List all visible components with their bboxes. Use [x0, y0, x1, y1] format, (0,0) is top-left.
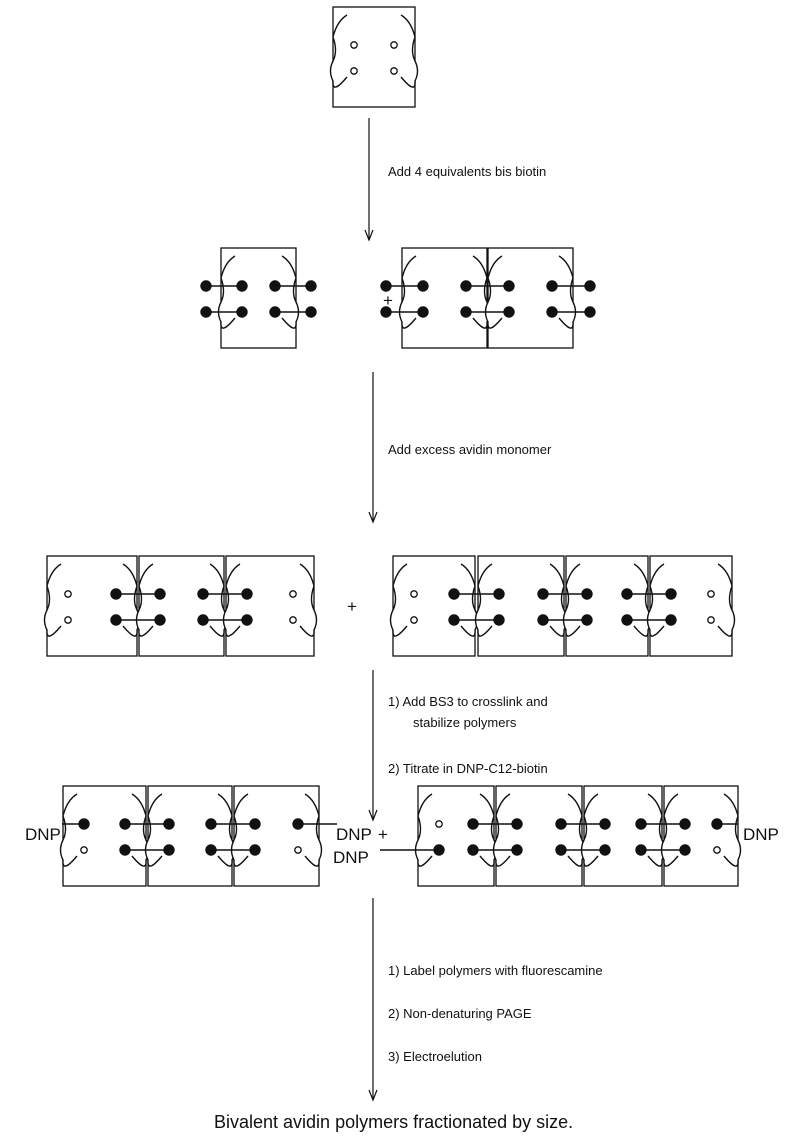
avidin-tetramer-box — [138, 555, 225, 657]
binding-pocket-outline — [389, 563, 408, 637]
dnp-label: DNP — [25, 825, 61, 844]
binding-pocket-outline — [222, 563, 241, 637]
avidin-tetramer-box — [477, 555, 565, 657]
plus-sign: + — [378, 825, 388, 844]
binding-pocket-outline — [567, 793, 586, 867]
binding-pocket-outline — [633, 563, 652, 637]
step1-label: Add 4 equivalents bis biotin — [388, 164, 547, 179]
dnp-label: DNP — [336, 825, 372, 844]
binding-pocket-outline — [479, 793, 498, 867]
binding-pocket-outline — [329, 14, 348, 88]
empty-biotin-site-icon — [350, 67, 358, 75]
binding-pocket-outline — [492, 793, 511, 867]
binding-pocket-outline — [217, 255, 236, 329]
step3-item1-line2: stabilize polymers — [413, 715, 517, 730]
binding-pocket-outline — [230, 793, 249, 867]
binding-pocket-outline — [484, 255, 503, 329]
empty-biotin-site-icon — [707, 616, 715, 624]
arrow-head-icon — [364, 229, 374, 242]
binding-pocket-outline — [562, 563, 581, 637]
binding-pocket-outline — [131, 793, 150, 867]
plus-sign: + — [383, 291, 393, 310]
empty-biotin-site-icon — [390, 41, 398, 49]
plus-sign: + — [347, 597, 357, 616]
empty-biotin-site-icon — [64, 616, 72, 624]
binding-pocket-outline — [549, 563, 568, 637]
step4-item1: 1) Label polymers with fluorescamine — [388, 963, 603, 978]
empty-biotin-site-icon — [435, 820, 443, 828]
step2-label: Add excess avidin monomer — [388, 442, 552, 457]
binding-pocket-outline — [299, 563, 318, 637]
binding-pocket-outline — [646, 563, 665, 637]
avidin-tetramer-box — [495, 785, 583, 887]
binding-pocket-outline — [43, 563, 62, 637]
dnp-label: DNP — [333, 848, 369, 867]
empty-biotin-site-icon — [713, 846, 721, 854]
binding-pocket-outline — [723, 793, 742, 867]
binding-pocket-outline — [135, 563, 154, 637]
binding-pocket-outline — [717, 563, 736, 637]
binding-pocket-outline — [414, 793, 433, 867]
binding-pocket-outline — [460, 563, 479, 637]
binding-pocket-outline — [400, 14, 419, 88]
empty-biotin-site-icon — [64, 590, 72, 598]
arrow-head-icon — [368, 511, 378, 524]
caption: Bivalent avidin polymers fractionated by… — [214, 1112, 574, 1132]
empty-biotin-site-icon — [80, 846, 88, 854]
binding-pocket-outline — [580, 793, 599, 867]
empty-biotin-site-icon — [390, 67, 398, 75]
avidin-tetramer-box — [401, 247, 488, 349]
binding-pocket-outline — [59, 793, 78, 867]
binding-pocket-outline — [217, 793, 236, 867]
step3-item1-line1: 1) Add BS3 to crosslink and — [388, 694, 548, 709]
avidin-tetramer-box — [225, 555, 315, 657]
binding-pocket-outline — [122, 563, 141, 637]
avidin-tetramer-box — [46, 555, 138, 657]
step3-item2: 2) Titrate in DNP-C12-biotin — [388, 761, 548, 776]
empty-biotin-site-icon — [294, 846, 302, 854]
empty-biotin-site-icon — [289, 590, 297, 598]
empty-biotin-site-icon — [289, 616, 297, 624]
binding-pocket-outline — [281, 255, 300, 329]
empty-biotin-site-icon — [350, 41, 358, 49]
binding-pocket-outline — [304, 793, 323, 867]
avidin-tetramer-box — [487, 247, 574, 349]
step4-item2: 2) Non-denaturing PAGE — [388, 1006, 532, 1021]
binding-pocket-outline — [647, 793, 666, 867]
binding-pocket-outline — [209, 563, 228, 637]
binding-pocket-outline — [474, 563, 493, 637]
dnp-label: DNP — [743, 825, 779, 844]
binding-pocket-outline — [558, 255, 577, 329]
empty-biotin-site-icon — [707, 590, 715, 598]
binding-pocket-outline — [398, 255, 417, 329]
empty-biotin-site-icon — [410, 616, 418, 624]
binding-pocket-outline — [144, 793, 163, 867]
binding-pocket-outline — [660, 793, 679, 867]
arrow-head-icon — [368, 809, 378, 822]
avidin-tetramer-box — [233, 785, 320, 887]
empty-biotin-site-icon — [410, 590, 418, 598]
step4-item3: 3) Electroelution — [388, 1049, 482, 1064]
arrow-head-icon — [368, 1089, 378, 1102]
